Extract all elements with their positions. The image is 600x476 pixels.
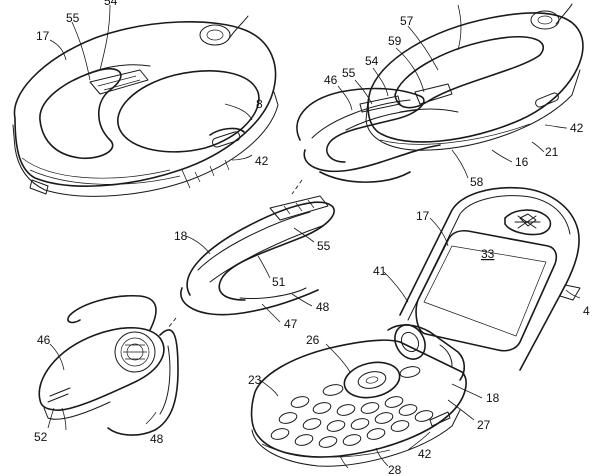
ref-46-top: 46: [324, 73, 338, 87]
ref-8: 8: [256, 97, 263, 111]
headset-mouse-assembly-right: [296, 3, 584, 183]
ref-16: 16: [515, 155, 529, 169]
ref-57: 57: [400, 14, 414, 28]
earpiece-headset: [38, 294, 179, 436]
ref-51: 51: [272, 275, 286, 289]
ref-58: 58: [470, 175, 484, 189]
ref-17-phone: 17: [416, 209, 430, 223]
leader-lines-bottom-left: [47, 343, 157, 431]
ref-42-right: 42: [570, 121, 584, 135]
ref-27: 27: [477, 418, 491, 432]
flip-phone: [250, 186, 581, 467]
ref-42-phone: 42: [418, 447, 432, 461]
ref-46-left: 46: [37, 333, 51, 347]
ref-54-right: 54: [365, 54, 379, 68]
ref-17-top: 17: [36, 29, 50, 43]
ref-18-phone: 18: [486, 391, 500, 405]
ref-48-bottom: 48: [150, 432, 164, 446]
keypad-keys: [270, 396, 434, 448]
ear-hook-piece: [180, 195, 335, 316]
ref-55-right: 55: [342, 66, 356, 80]
ref-4: 4: [583, 304, 590, 318]
headset-mouse-assembly-left: [12, 15, 279, 197]
leader-lines-middle: [167, 179, 315, 329]
ref-41: 41: [373, 264, 387, 278]
ref-21: 21: [545, 145, 559, 159]
ref-18-mid: 18: [174, 229, 188, 243]
ref-26: 26: [306, 333, 320, 347]
ref-42-left: 42: [255, 154, 269, 168]
ref-52: 52: [34, 430, 48, 444]
reference-numerals: 54 55 17 8 42 57 59 54 55 46 42 21 16 58…: [34, 0, 590, 476]
ref-33: 33: [481, 247, 495, 261]
ref-55-top: 55: [66, 11, 80, 25]
leader-lines-top-right: [337, 4, 568, 179]
leader-lines-top-left: [49, 4, 253, 189]
ref-54-top: 54: [104, 0, 118, 8]
ref-59: 59: [388, 34, 402, 48]
ref-55-mid: 55: [317, 239, 331, 253]
ref-28: 28: [388, 463, 402, 476]
ref-47: 47: [284, 317, 298, 331]
ref-48-mid: 48: [316, 300, 330, 314]
leader-lines-phone: [259, 217, 581, 469]
ref-23: 23: [248, 373, 262, 387]
